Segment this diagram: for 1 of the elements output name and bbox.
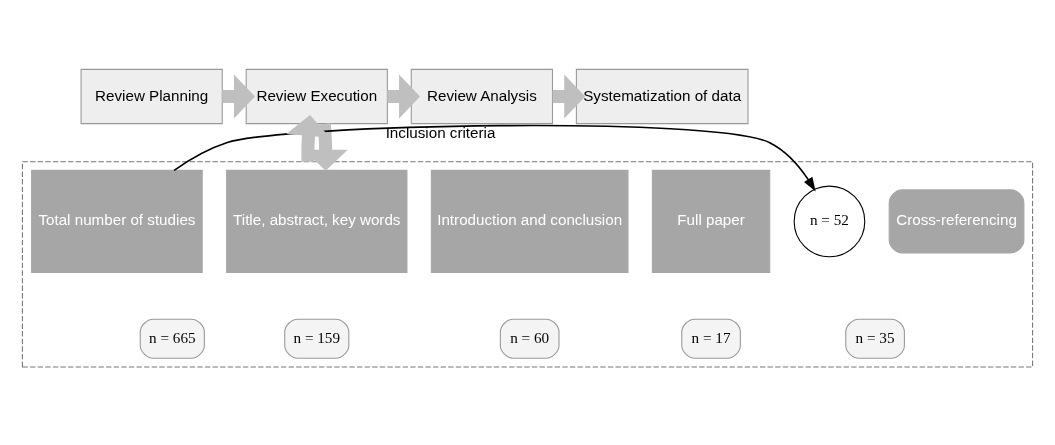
- edge-label: Inclusion criteria: [385, 123, 496, 141]
